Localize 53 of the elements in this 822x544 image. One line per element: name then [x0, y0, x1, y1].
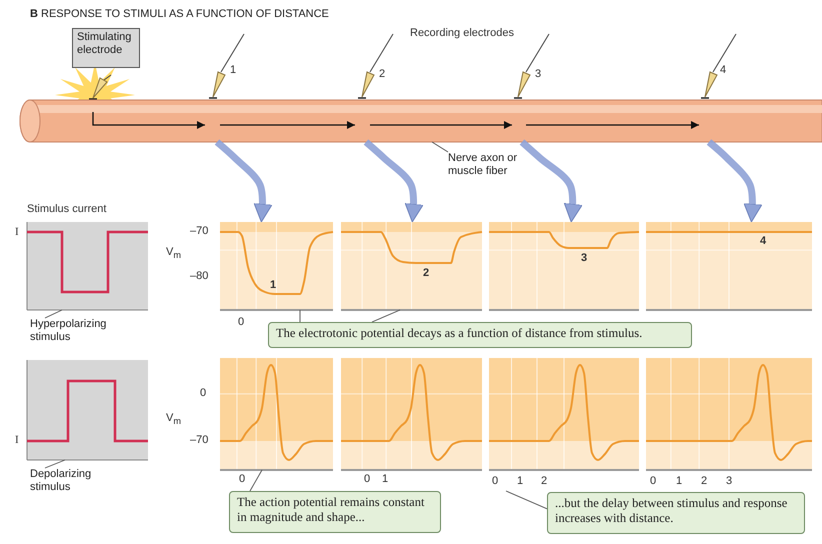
voltage-plot-panel — [341, 222, 482, 310]
curved-arrow — [214, 139, 272, 222]
leader-line — [250, 470, 262, 492]
voltage-plot-panel — [489, 222, 639, 310]
voltage-plot-panel — [646, 222, 812, 310]
trace-number: 1 — [270, 279, 276, 292]
electrode-number: 1 — [230, 64, 236, 78]
voltage-plot-panel — [220, 222, 333, 310]
axis-tick-label: 0 — [650, 475, 656, 487]
axis-title: Stimulus current — [27, 203, 106, 215]
figure-title: B RESPONSE TO STIMULI AS A FUNCTION OF DISTANCE — [30, 8, 329, 20]
electrode-number: 4 — [720, 64, 726, 78]
axis-tick-label: –70 — [190, 434, 208, 446]
leader-line — [44, 310, 62, 318]
trace-number: 2 — [423, 267, 430, 280]
stimulus-plot — [27, 222, 148, 310]
axis-tick-label: 2 — [541, 475, 548, 487]
leader-line — [372, 310, 400, 322]
leader-line — [506, 490, 548, 510]
trace-number: 3 — [581, 252, 588, 266]
curved-arrow — [706, 139, 762, 222]
stimulus-plot — [27, 360, 148, 460]
electrode-number: 3 — [535, 68, 542, 82]
axis-tick-label: 0 — [364, 473, 370, 485]
axis-tick-label: 0 — [492, 475, 498, 487]
annotation-text: Nerve axon or muscle fiber — [448, 152, 548, 186]
axis-tick-label: 0 — [238, 316, 244, 328]
electrode-label: Stimulating electrode — [72, 28, 140, 68]
leader-line — [44, 460, 66, 468]
axis-tick-label: I — [15, 226, 19, 238]
axis-tick-label: 2 — [701, 475, 708, 487]
axis-tick-label: –80 — [190, 270, 208, 282]
axis-tick-label: 1 — [517, 475, 524, 487]
axis-tick-label: 1 — [382, 473, 388, 485]
callout-box: ...but the delay between stimulus and response increases with distance. — [547, 492, 805, 534]
callout-box: The electrotonic potential decays as a function of distance from stimulus. — [268, 322, 692, 348]
axis-tick-label: –70 — [190, 225, 208, 237]
axis-tick-label: 3 — [726, 475, 732, 487]
axis-title: V$_{m}$ — [166, 246, 181, 260]
axis-tick-label: 1 — [676, 475, 682, 487]
annotation-text: Depolarizing stimulus — [30, 468, 130, 500]
curved-arrow — [520, 139, 583, 222]
electrode-number: 2 — [379, 68, 386, 82]
callout-box: The action potential remains constant in magnitude and shape... — [229, 491, 441, 533]
annotation-text: Hyperpolarizing stimulus — [30, 318, 130, 350]
curved-arrow — [364, 139, 424, 222]
axis-tick-label: 0 — [200, 387, 206, 399]
axis-title: V$_{m}$ — [166, 412, 181, 426]
axis-tick-label: 0 — [239, 473, 246, 485]
axis-tick-label: I — [15, 434, 19, 446]
caption-text: Recording electrodes — [410, 27, 514, 39]
trace-number: 4 — [760, 235, 766, 248]
leader-line — [432, 142, 448, 152]
